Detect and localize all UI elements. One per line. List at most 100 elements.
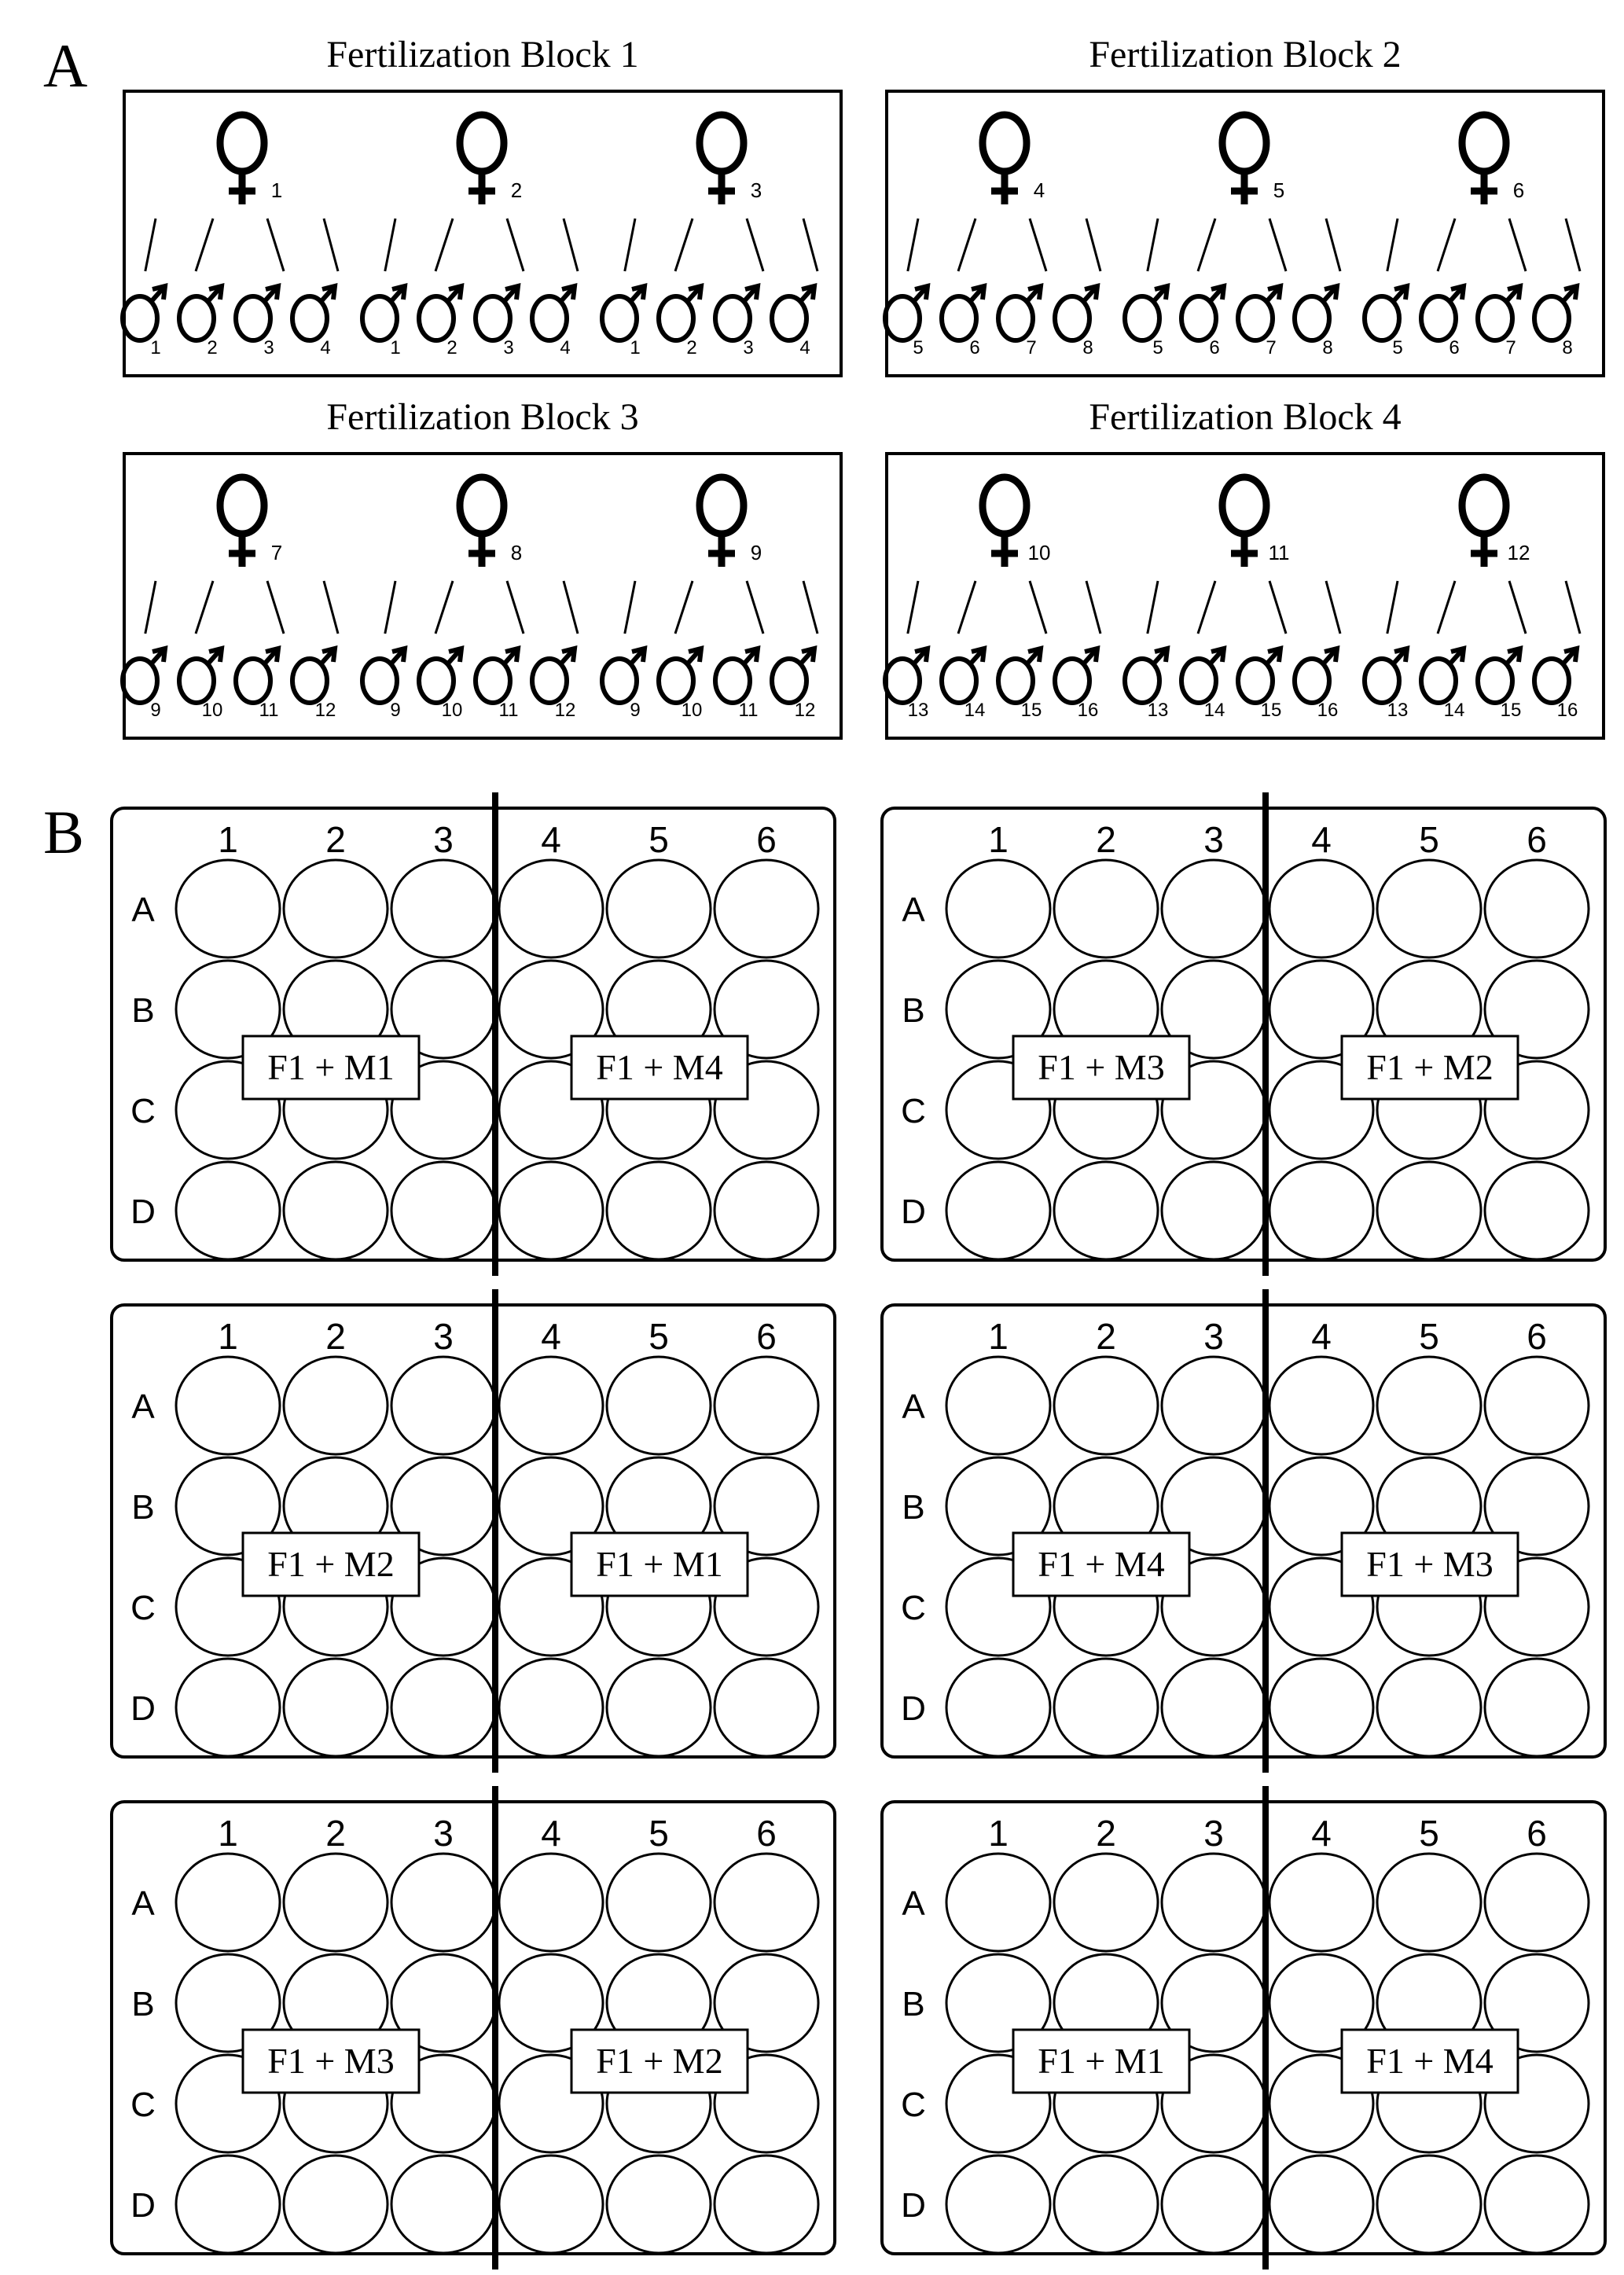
male-arrow-head xyxy=(505,645,521,663)
male-ring xyxy=(360,294,399,343)
column-header: 4 xyxy=(541,1316,561,1357)
male-symbol-icon xyxy=(656,283,704,343)
well xyxy=(945,1355,1052,1456)
column-header: 3 xyxy=(433,1316,454,1357)
cross-line xyxy=(322,580,340,634)
well xyxy=(175,2053,281,2154)
male-symbol-icon xyxy=(120,645,168,705)
male-symbol-icon xyxy=(417,283,465,343)
female-number: 1 xyxy=(271,178,282,202)
column-header: 3 xyxy=(433,819,454,860)
well xyxy=(1268,2053,1375,2154)
male-number: 9 xyxy=(390,700,400,721)
male-arrow-shaft xyxy=(628,649,645,666)
male-arrow-head xyxy=(265,645,281,663)
male-arrow-head xyxy=(1154,645,1170,663)
female-ring xyxy=(456,111,508,175)
male-ring xyxy=(770,656,809,705)
male-number: 1 xyxy=(150,337,160,358)
female-symbol-icon xyxy=(696,473,748,567)
well xyxy=(1268,1160,1375,1261)
male-arrow-head xyxy=(1394,645,1410,663)
cross-line xyxy=(906,218,920,272)
male-symbol-icon xyxy=(1475,645,1523,705)
female-symbol-icon xyxy=(1458,473,1510,567)
well xyxy=(498,1556,604,1657)
cross-line xyxy=(1196,580,1217,634)
male-arrow-shaft xyxy=(685,649,702,666)
treatment-label-right: F1 + M2 xyxy=(596,2041,722,2081)
male-symbol-icon xyxy=(996,283,1044,343)
male-arrow-shaft xyxy=(388,649,406,666)
male-number: 2 xyxy=(446,337,457,358)
block-title: Fertilization Block 3 xyxy=(326,396,638,438)
well xyxy=(282,858,389,959)
male-arrow-shaft xyxy=(1207,649,1225,666)
male-ring xyxy=(1532,294,1571,343)
male-arrow-head xyxy=(1211,283,1227,300)
cross-line xyxy=(745,580,765,634)
male-symbol-icon xyxy=(1362,645,1410,705)
well xyxy=(945,1657,1052,1758)
block-title: Fertilization Block 4 xyxy=(1089,396,1401,438)
male-number: 7 xyxy=(1266,337,1276,358)
male-ring xyxy=(530,294,569,343)
male-arrow-head xyxy=(152,645,168,663)
male-symbol-icon xyxy=(290,283,338,343)
male-number: 1 xyxy=(390,337,400,358)
column-header: 6 xyxy=(1527,819,1547,860)
male-arrow-shaft xyxy=(445,286,462,303)
cross-line xyxy=(434,218,454,272)
male-arrow-head xyxy=(1027,283,1044,300)
male-symbol-icon xyxy=(1419,283,1467,343)
treatment-label-right-box xyxy=(1340,2028,1519,2094)
male-symbol-icon xyxy=(600,645,648,705)
well xyxy=(945,2053,1052,2154)
well xyxy=(605,1657,712,1758)
male-number: 7 xyxy=(1505,337,1516,358)
well xyxy=(175,1657,281,1758)
column-header: 4 xyxy=(1311,819,1332,860)
female-ring xyxy=(1218,473,1270,538)
male-arrow-head xyxy=(561,645,578,663)
row-label: A xyxy=(131,891,155,929)
male-ring xyxy=(1419,656,1458,705)
male-arrow-head xyxy=(1211,645,1227,663)
male-arrow-head xyxy=(208,283,225,300)
male-symbol-icon xyxy=(290,645,338,705)
well xyxy=(945,2154,1052,2255)
cross-line xyxy=(384,218,397,272)
well xyxy=(1483,1953,1590,2053)
male-ring xyxy=(1292,294,1332,343)
column-header: 5 xyxy=(648,819,669,860)
well xyxy=(498,1060,604,1160)
male-arrow-head xyxy=(391,645,408,663)
male-number: 14 xyxy=(1204,700,1225,721)
female-symbol-icon xyxy=(1458,111,1510,204)
block-frame xyxy=(885,452,1605,740)
female-ring xyxy=(696,111,748,175)
cross-line xyxy=(1268,580,1288,634)
cross-line xyxy=(745,218,765,272)
column-header: 1 xyxy=(218,1316,238,1357)
male-arrow-head xyxy=(1394,283,1410,300)
male-arrow-head xyxy=(561,283,578,300)
male-symbol-icon xyxy=(939,283,987,343)
male-arrow-head xyxy=(448,283,465,300)
male-symbol-icon xyxy=(1419,645,1467,705)
well xyxy=(282,1355,389,1456)
female-number: 3 xyxy=(751,178,762,202)
well xyxy=(282,2154,389,2255)
male-arrow-head xyxy=(1084,283,1100,300)
male-arrow-shaft xyxy=(798,649,815,666)
male-ring xyxy=(360,656,399,705)
male-arrow-head xyxy=(801,283,818,300)
female-ring xyxy=(1218,111,1270,175)
male-number: 14 xyxy=(1444,700,1465,721)
row-label: D xyxy=(130,1193,156,1231)
well xyxy=(1376,858,1483,959)
male-number: 16 xyxy=(1317,700,1339,721)
male-symbol-icon xyxy=(883,283,931,343)
